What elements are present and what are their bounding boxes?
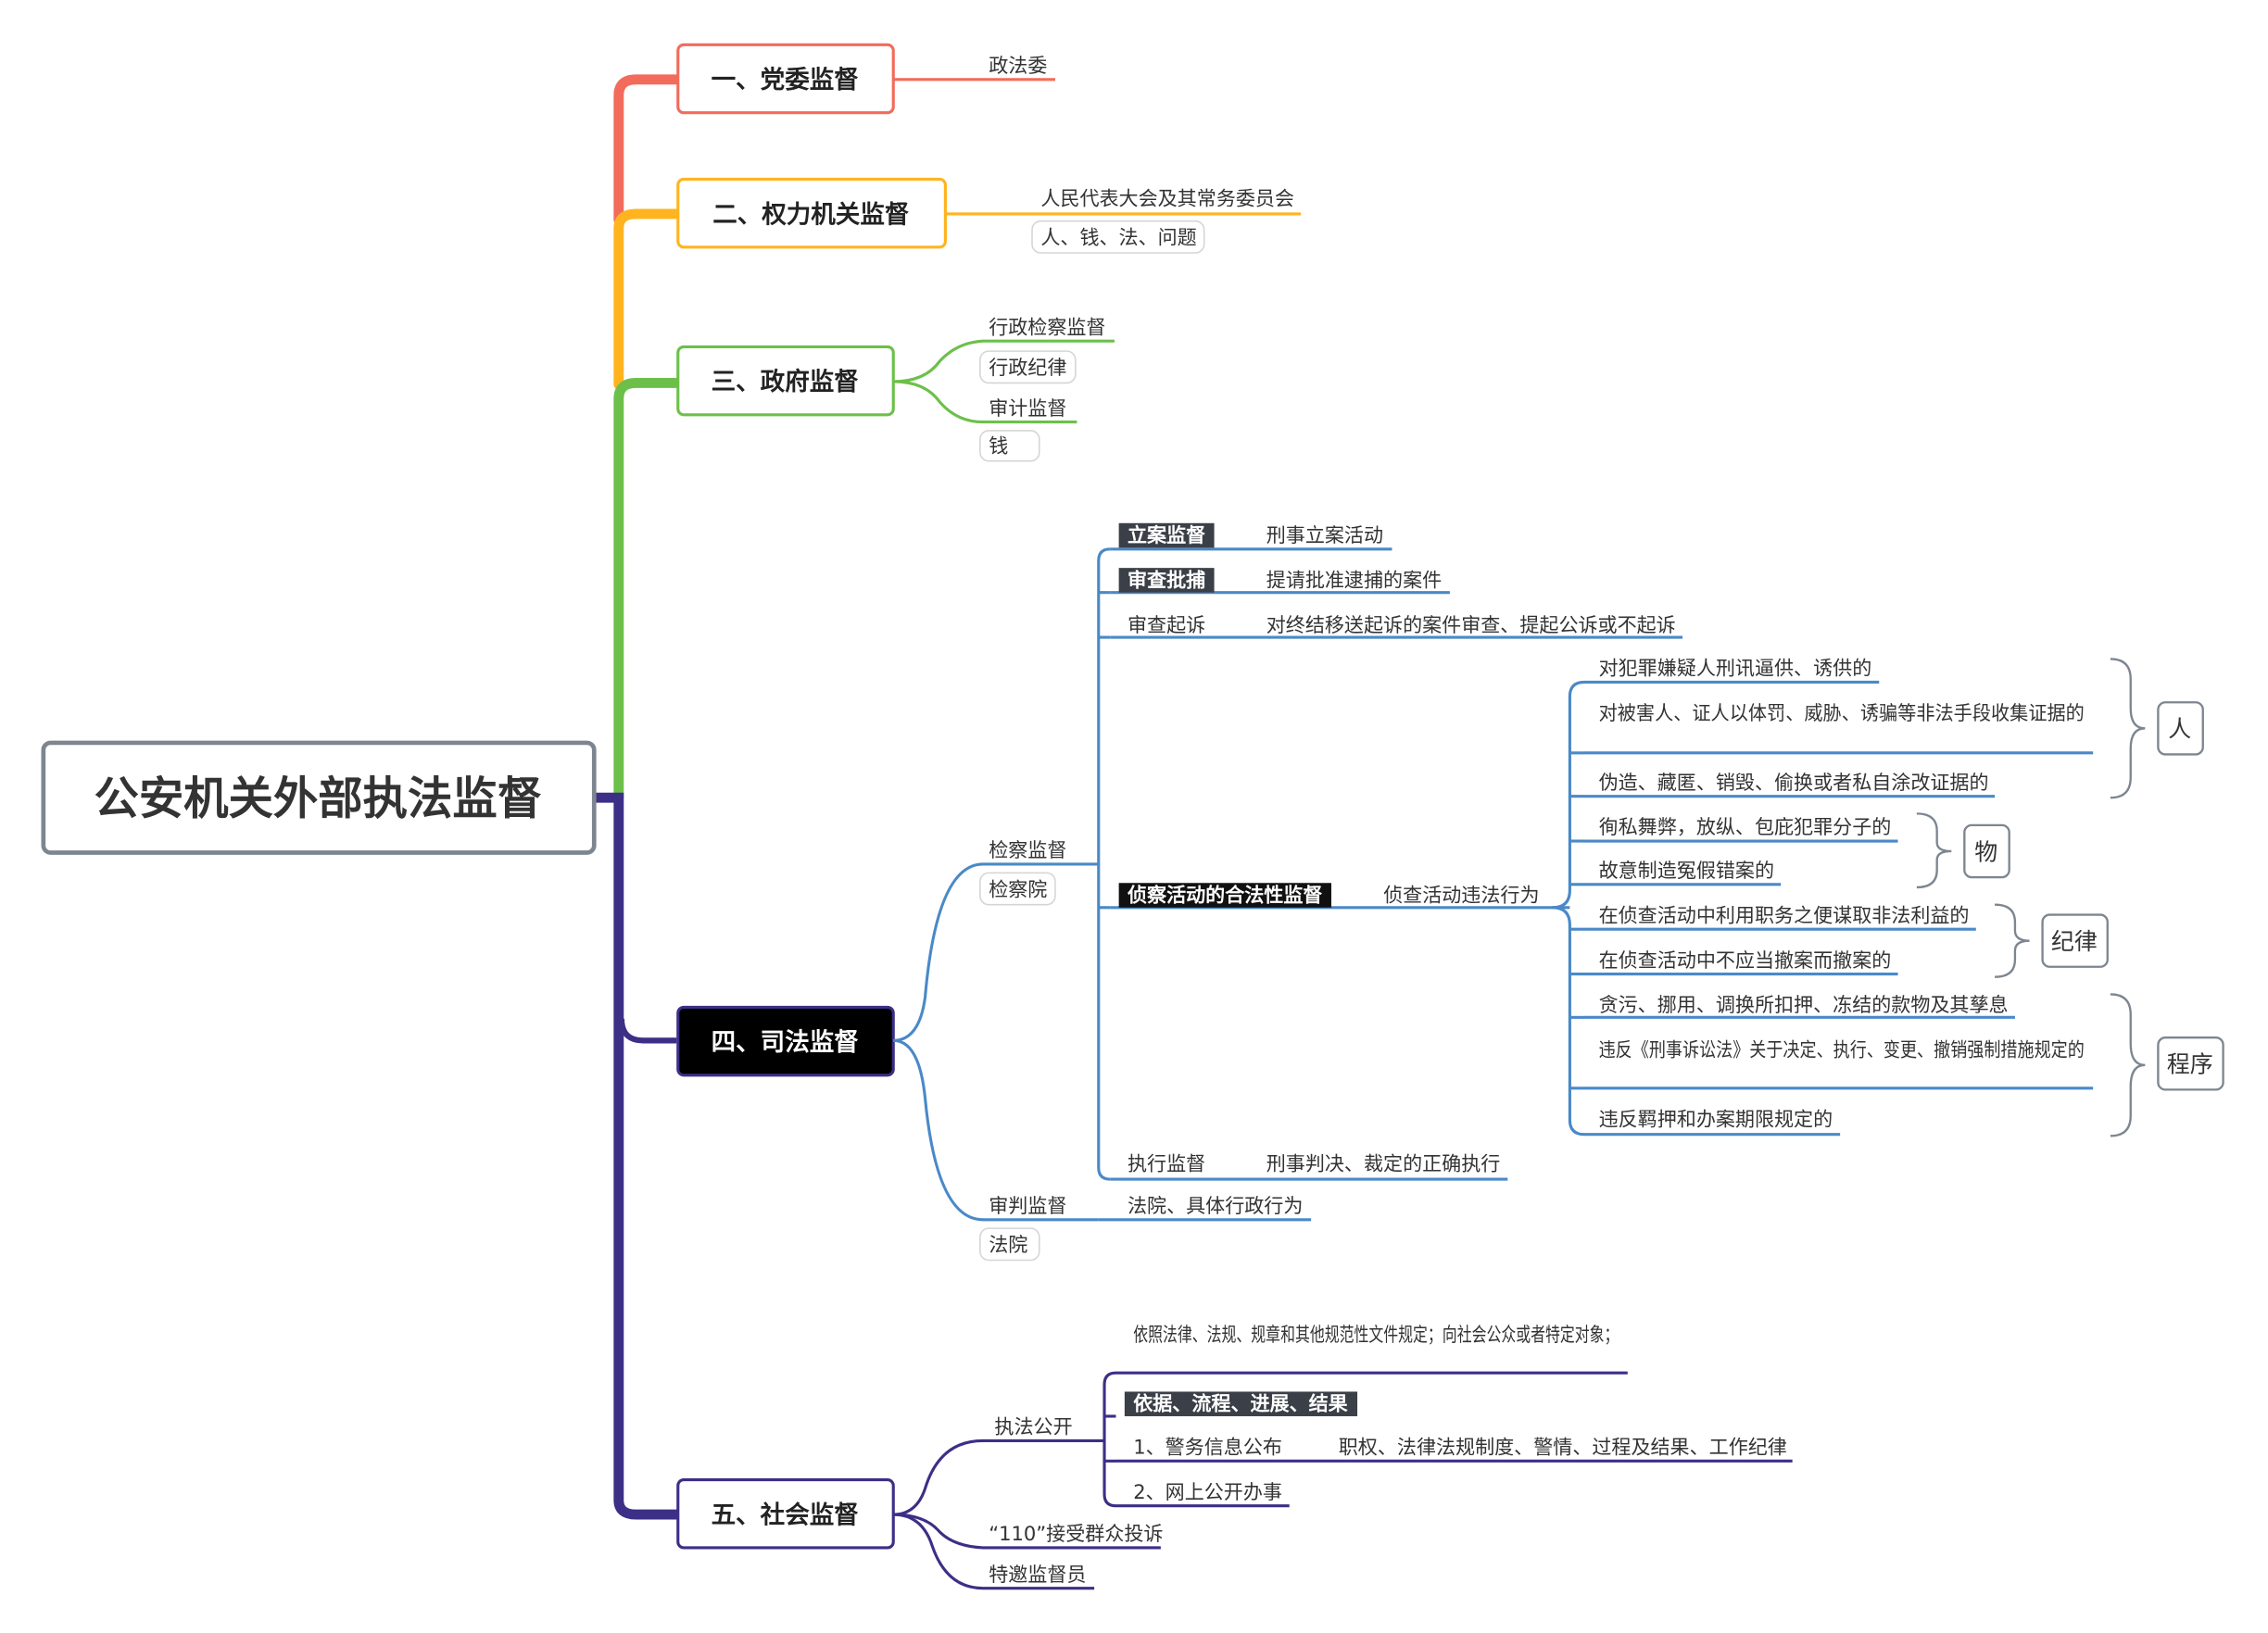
trunk-judicial — [590, 792, 682, 1520]
svg-text:程序: 程序 — [2167, 1051, 2213, 1078]
branch-judicial-label: 四、司法监督 — [712, 1028, 860, 1057]
branch-judicial[interactable]: 四、司法监督 — [676, 1005, 895, 1077]
tag-disclosure-content[interactable]: 依据、流程、进展、结果 — [1124, 1391, 1358, 1416]
summary-procedure[interactable]: 程序 — [2157, 1036, 2224, 1091]
procuratorate-spine — [1097, 547, 1683, 1181]
gov-item-audit[interactable]: 审计监督 — [989, 396, 1066, 420]
summary-brackets — [1916, 658, 2146, 1137]
investigation-violations-label[interactable]: 侦查活动违法行为 — [1383, 884, 1539, 907]
social-item-invited-supervisor[interactable]: 特邀监督员 — [989, 1563, 1086, 1586]
violation-item[interactable]: 贪污、挪用、调换所扣押、冻结的款物及其孳息 — [1599, 993, 2009, 1016]
violation-item[interactable]: 违反羁押和办案期限规定的 — [1599, 1107, 1833, 1130]
gov-sub-label-1: 钱 — [979, 430, 1040, 462]
trunk-judicial-branch — [618, 1018, 677, 1044]
party-item-zhengfawei[interactable]: 政法委 — [989, 54, 1047, 77]
gov-item-admin-procuratorial[interactable]: 行政检察监督 — [989, 315, 1105, 338]
branch-party[interactable]: 一、党委监督 — [676, 43, 895, 115]
trunk-power — [613, 208, 682, 390]
root-title: 公安机关外部执法监督 — [94, 773, 542, 824]
disclosure-item-basis[interactable]: 依照法律、法规、规章和其他规范性文件规定；向社会公众或者特定对象； — [1133, 1323, 1619, 1346]
trial-sub-label: 法院 — [979, 1227, 1040, 1262]
violations-spine — [1552, 680, 2094, 1137]
violation-item[interactable]: 徇私舞弊，放纵、包庇犯罪分子的 — [1599, 815, 1892, 838]
summary-discipline[interactable]: 纪律 — [2041, 913, 2109, 968]
gov-edges — [893, 339, 1115, 424]
power-item-npc[interactable]: 人民代表大会及其常务委员会 — [1040, 187, 1294, 210]
social-edges — [893, 1371, 1793, 1590]
disclosure-item-police-info[interactable]: 1、警务信息公布 — [1133, 1436, 1282, 1459]
execution-supervision-text[interactable]: 刑事判决、裁定的正确执行 — [1266, 1152, 1501, 1175]
trunk-gov — [613, 377, 682, 803]
branch-power[interactable]: 二、权力机关监督 — [676, 177, 947, 249]
tag-investigation-legality[interactable]: 侦察活动的合法性监督 — [1118, 883, 1331, 908]
violation-item[interactable]: 故意制造冤假错案的 — [1599, 859, 1774, 882]
violation-item[interactable]: 对犯罪嫌疑人刑讯逼供、诱供的 — [1599, 657, 1872, 680]
svg-text:侦察活动的合法性监督: 侦察活动的合法性监督 — [1128, 884, 1322, 907]
summary-person[interactable]: 人 — [2157, 701, 2204, 756]
tag-arrest-review[interactable]: 审查批捕 — [1118, 568, 1215, 593]
trial-supervision-label[interactable]: 审判监督 — [989, 1194, 1066, 1217]
arrest-review-text[interactable]: 提请批准逮捕的案件 — [1266, 568, 1442, 591]
violation-item[interactable]: 对被害人、证人以体罚、威胁、诱骗等非法手段收集证据的 — [1599, 701, 2085, 724]
svg-text:审查批捕: 审查批捕 — [1128, 568, 1205, 591]
branch-party-label: 一、党委监督 — [712, 66, 860, 94]
disclosure-police-info-detail[interactable]: 职权、法律法规制度、警情、过程及结果、工作纪律 — [1339, 1436, 1787, 1459]
violation-item[interactable]: 在侦查活动中利用职务之便谋取非法利益的 — [1599, 903, 1970, 926]
trial-supervision-text[interactable]: 法院、具体行政行为 — [1128, 1194, 1303, 1217]
judicial-edges — [893, 862, 1099, 1222]
branch-social[interactable]: 五、社会监督 — [676, 1478, 895, 1550]
svg-text:纪律: 纪律 — [2051, 928, 2098, 955]
svg-text:行政纪律: 行政纪律 — [989, 356, 1066, 379]
branch-power-label: 二、权力机关监督 — [712, 200, 910, 229]
power-sub-text: 人、钱、法、问题 — [1040, 226, 1196, 249]
svg-text:法院: 法院 — [989, 1233, 1027, 1256]
execution-supervision-label[interactable]: 执行监督 — [1128, 1152, 1205, 1175]
disclosure-label[interactable]: 执法公开 — [994, 1415, 1072, 1438]
disclosure-item-online[interactable]: 2、网上公开办事 — [1133, 1480, 1282, 1503]
svg-text:钱: 钱 — [989, 433, 1008, 457]
tag-filing-supervision[interactable]: 立案监督 — [1118, 522, 1215, 548]
procuratorate-sub-label: 检察院 — [979, 872, 1056, 906]
svg-text:物: 物 — [1974, 838, 1997, 865]
power-sub-label: 人、钱、法、问题 — [1031, 220, 1205, 254]
trunk-lines — [590, 74, 682, 1520]
svg-text:立案监督: 立案监督 — [1128, 523, 1205, 546]
trunk-party — [613, 74, 682, 225]
violation-item[interactable]: 违反《刑事诉讼法》关于决定、执行、变更、撤销强制措施规定的 — [1599, 1037, 2085, 1061]
root-node[interactable]: 公安机关外部执法监督 — [41, 740, 597, 855]
branch-gov[interactable]: 三、政府监督 — [676, 345, 895, 417]
summary-object[interactable]: 物 — [1963, 823, 2010, 879]
branch-gov-label: 三、政府监督 — [712, 368, 860, 396]
social-item-110[interactable]: “110”接受群众投诉 — [989, 1522, 1163, 1545]
gov-sub-label-0: 行政纪律 — [979, 350, 1077, 384]
violation-item[interactable]: 在侦查活动中不应当撤案而撤案的 — [1599, 948, 1892, 972]
filing-supervision-text[interactable]: 刑事立案活动 — [1266, 523, 1383, 546]
branch-social-label: 五、社会监督 — [712, 1501, 860, 1529]
prosecution-review-label[interactable]: 审查起诉 — [1128, 613, 1205, 636]
procuratorate-label[interactable]: 检察监督 — [989, 838, 1066, 861]
svg-text:检察院: 检察院 — [989, 877, 1047, 900]
svg-text:依据、流程、进展、结果: 依据、流程、进展、结果 — [1133, 1392, 1348, 1415]
svg-text:人: 人 — [2168, 716, 2191, 743]
prosecution-review-text[interactable]: 对终结移送起诉的案件审查、提起公诉或不起诉 — [1266, 613, 1676, 636]
violation-item[interactable]: 伪造、藏匿、销毁、偷换或者私自涂改证据的 — [1599, 771, 1989, 794]
